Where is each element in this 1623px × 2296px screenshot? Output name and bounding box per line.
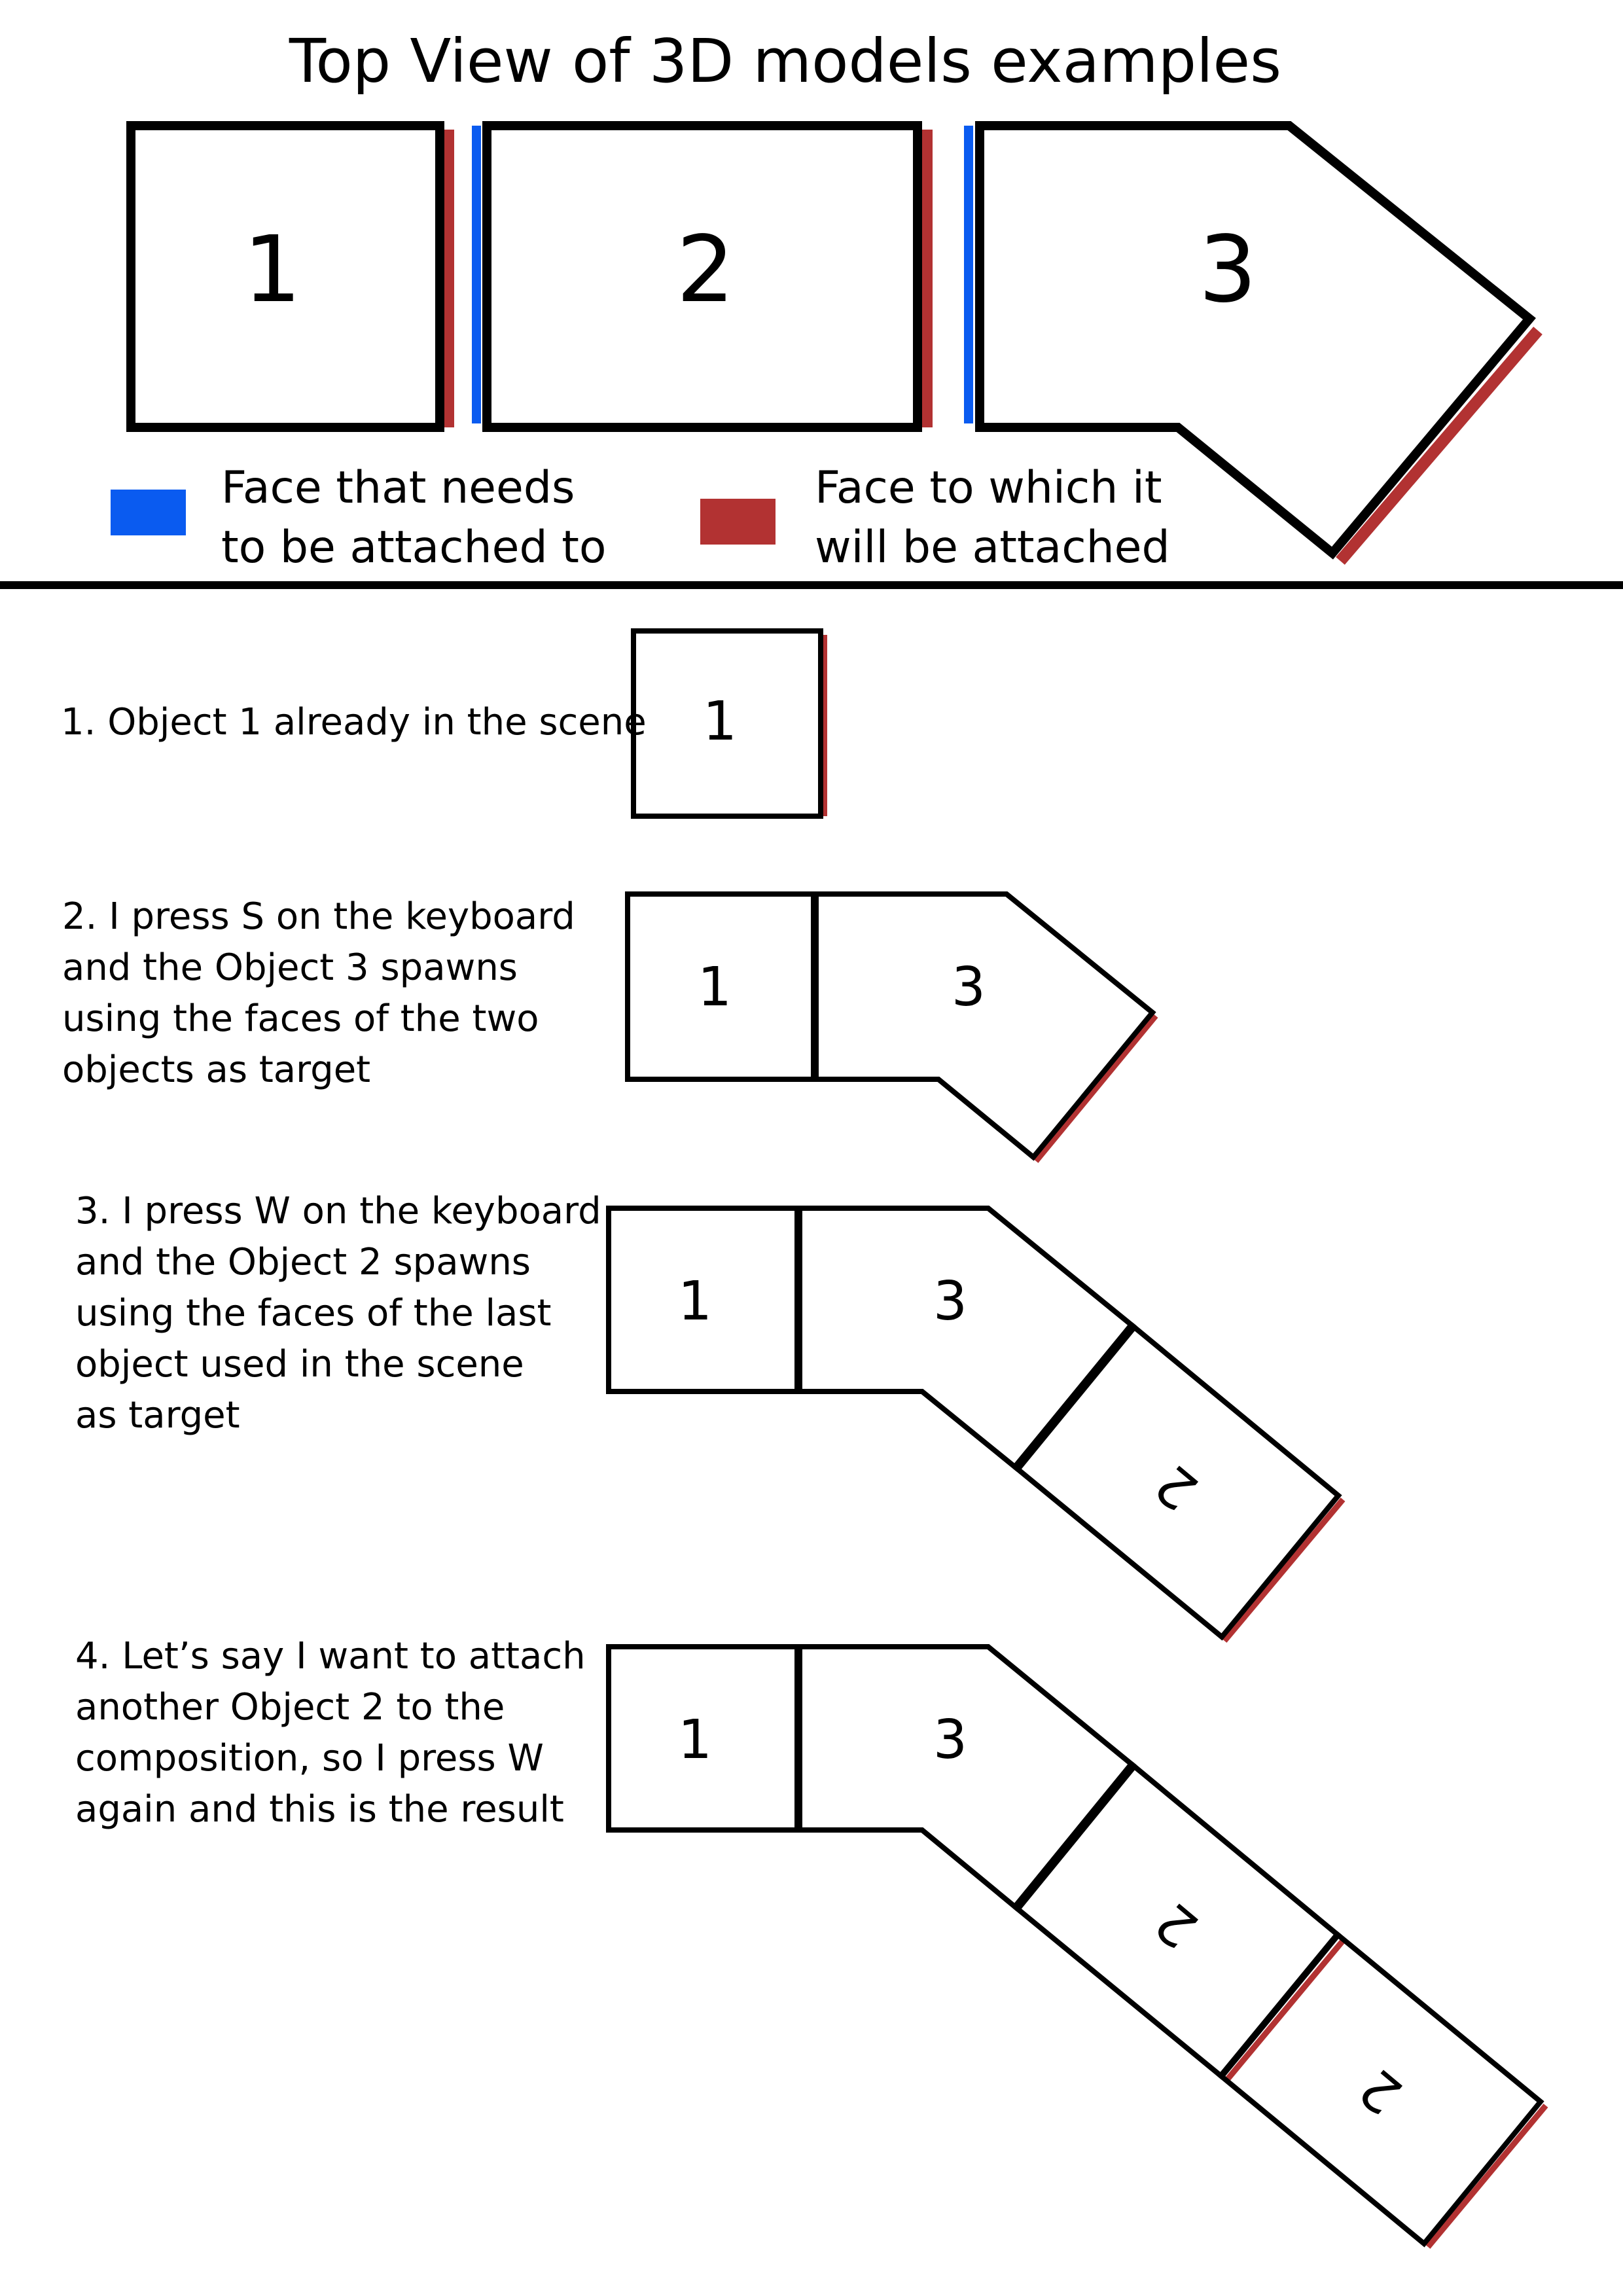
step-1-label-1: 1 — [703, 691, 737, 753]
step-4-label-1: 1 — [678, 1709, 712, 1771]
step-text-line: objects as target — [62, 1049, 371, 1091]
step-1-object-1 — [631, 628, 823, 819]
step-4-label-3: 3 — [933, 1709, 967, 1771]
step-text-line: again and this is the result — [75, 1788, 564, 1831]
step-2-diagram: 1 3 — [625, 891, 1158, 1163]
step-3-label-3: 3 — [933, 1270, 967, 1333]
step-4-diagram: 1 3 2 2 — [606, 1644, 1548, 2249]
step-4-text: 4. Let’s say I want to attach another Ob… — [75, 1631, 586, 1835]
step-1-red-face — [820, 635, 827, 816]
step-2-label-3: 3 — [952, 956, 986, 1018]
step-text-line: 4. Let’s say I want to attach — [75, 1635, 586, 1677]
step-2-label-1: 1 — [698, 956, 732, 1018]
model-3-blue-face — [964, 126, 973, 423]
step-4-label-2a: 2 — [1143, 1890, 1209, 1960]
legend-blue-line: Face that needs — [221, 462, 575, 514]
step-1-diagram: 1 — [631, 628, 827, 819]
page-title: Top View of 3D models examples — [289, 26, 1282, 96]
step-4-red-face-2a — [1223, 1938, 1346, 2083]
step-2-text: 2. I press S on the keyboard and the Obj… — [62, 891, 575, 1096]
step-text-line: object used in the scene — [75, 1343, 524, 1386]
model-2-blue-face — [472, 126, 481, 423]
model-3-outline — [975, 121, 1536, 560]
model-2-outline — [482, 121, 922, 432]
step-text-line: another Object 2 to the — [75, 1686, 505, 1729]
model-3-label: 3 — [1198, 217, 1257, 323]
step-text-line: using the faces of the last — [75, 1292, 552, 1335]
step-text-line: composition, so I press W — [75, 1737, 544, 1780]
step-3-object-3 — [797, 1206, 1137, 1472]
legend-red-swatch — [700, 499, 776, 545]
step-text-line: as target — [75, 1394, 240, 1437]
step-text-line: and the Object 2 spawns — [75, 1241, 531, 1283]
step-3-red-face-2 — [1222, 1498, 1346, 1643]
model-examples: 1 2 3 — [126, 121, 1543, 565]
step-text-line: 1. Object 1 already in the scene — [61, 701, 647, 744]
legend-red-text: Face to which it will be attached — [815, 458, 1170, 577]
legend-red-line: Face to which it — [815, 462, 1162, 514]
step-3-label-2: 2 — [1143, 1452, 1209, 1522]
model-1-label: 1 — [243, 217, 301, 323]
step-2-object-3 — [813, 891, 1156, 1161]
step-2-red-face-3 — [1033, 1014, 1158, 1163]
model-1-outline — [126, 121, 444, 432]
legend-blue-swatch — [111, 490, 186, 535]
step-4-label-2b: 2 — [1347, 2056, 1414, 2126]
step-text-line: 2. I press S on the keyboard — [62, 895, 575, 938]
step-text-line: and the Object 3 spawns — [62, 946, 518, 989]
step-text-line: using the faces of the two — [62, 997, 539, 1040]
step-text-line: 3. I press W on the keyboard — [75, 1190, 601, 1232]
legend-blue-text: Face that needs to be attached to — [221, 458, 607, 577]
model-1-red-face — [443, 130, 454, 427]
step-4-joint-c — [1219, 1932, 1340, 2079]
step-4-object-3 — [797, 1644, 1137, 1912]
step-1-text: 1. Object 1 already in the scene — [61, 697, 647, 748]
legend-blue-line: to be attached to — [221, 522, 607, 573]
step-4-joint-b — [1012, 1762, 1137, 1911]
section-divider — [0, 581, 1623, 589]
legend-red-line: will be attached — [815, 522, 1170, 573]
step-3-diagram: 1 3 2 — [606, 1206, 1346, 1643]
model-3-red-face — [1336, 327, 1543, 565]
step-3-label-1: 1 — [678, 1270, 712, 1333]
step-3-joint-b — [1012, 1323, 1137, 1471]
step-4-red-face-2b — [1425, 2104, 1548, 2249]
model-2-red-face — [921, 130, 933, 427]
step-3-text: 3. I press W on the keyboard and the Obj… — [75, 1186, 601, 1441]
model-2-label: 2 — [676, 217, 734, 323]
